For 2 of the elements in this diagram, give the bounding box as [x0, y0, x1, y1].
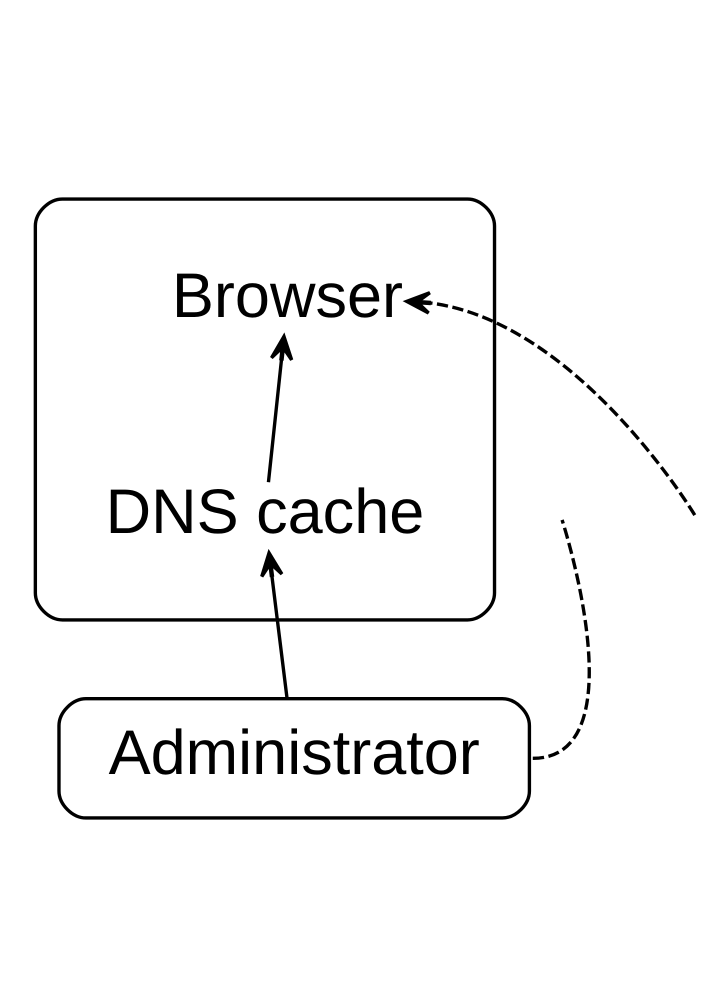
node-text: DNS cache — [106, 477, 424, 548]
node-text: Browser — [172, 260, 403, 331]
